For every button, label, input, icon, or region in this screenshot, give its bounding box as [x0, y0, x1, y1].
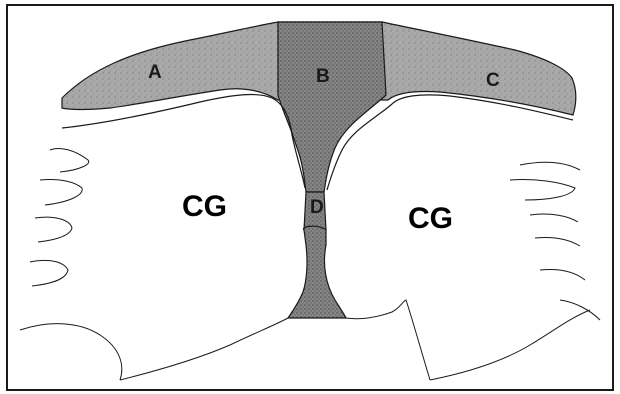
label-region-b: B — [316, 66, 330, 87]
label-left-cg: CG — [182, 190, 227, 223]
label-region-c: C — [486, 70, 500, 91]
label-right-cg: CG — [408, 202, 453, 235]
label-region-a: A — [148, 62, 162, 83]
label-region-d: D — [310, 197, 324, 218]
